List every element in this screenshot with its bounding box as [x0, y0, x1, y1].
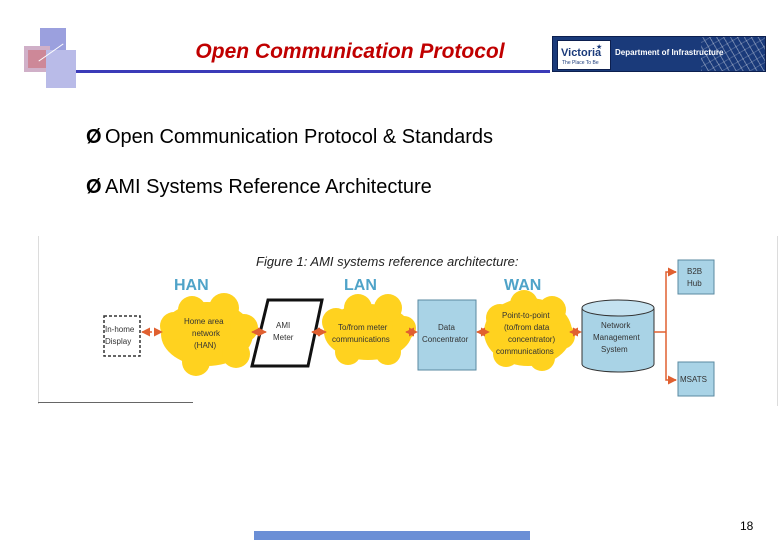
han-cloud-label: Home area network (HAN) [184, 317, 226, 350]
data-concentrator-box [417, 299, 477, 371]
arrow-bullet-icon: Ø [86, 126, 102, 148]
star-icon: ★ [596, 44, 603, 51]
in-home-display-label: In-home Display [105, 325, 137, 346]
victoria-logo-box: Victoria ★ The Place To Be [557, 40, 611, 70]
decor-square-2 [24, 46, 50, 72]
decor-square-3 [46, 50, 76, 88]
victoria-government-logo: Victoria ★ The Place To Be Department of… [552, 36, 766, 72]
corner-decoration-squares [24, 28, 84, 90]
footer-bar [254, 531, 530, 540]
figure-caption: Figure 1: AMI systems reference architec… [256, 254, 519, 269]
msats-label: MSATS [680, 375, 707, 384]
data-concentrator-label: Data Concentrator [422, 323, 469, 344]
b2b-hub-box [677, 259, 715, 295]
figure-border-left [38, 236, 39, 404]
logo-department: Department of Infrastructure [615, 48, 724, 57]
in-home-display-box [103, 315, 141, 357]
figure-underline [38, 402, 193, 403]
wan-label: WAN [504, 277, 541, 294]
nms-label: Network Management System [593, 321, 642, 354]
figure-border-right [777, 236, 778, 406]
logo-state-name: Victoria [561, 47, 602, 59]
ami-meter-box [250, 298, 324, 368]
arrow-bullet-icon: Ø [86, 176, 102, 198]
bullet-text: Open Communication Protocol & Standards [105, 126, 493, 148]
logo-pattern [701, 37, 765, 71]
decor-square-4 [28, 50, 46, 68]
ami-meter-label: AMI Meter [273, 321, 294, 342]
title-underline [76, 70, 550, 73]
lan-cloud-label: To/from meter communications [332, 323, 390, 344]
slide-title: Open Communication Protocol [195, 40, 505, 63]
lan-label: LAN [344, 277, 377, 294]
logo-tagline: The Place To Be [562, 60, 599, 66]
bullet-text: AMI Systems Reference Architecture [105, 176, 432, 198]
ami-architecture-diagram: Figure 1: AMI systems reference architec… [103, 254, 715, 397]
wan-cloud-label: Point-to-point (to/from data concentrato… [496, 311, 557, 356]
msats-box [677, 361, 715, 397]
arrow-nms-branch [654, 271, 676, 381]
nms-cylinder [581, 308, 655, 373]
b2b-hub-label: B2B Hub [687, 267, 704, 288]
page-number: 18 [740, 519, 754, 533]
han-label: HAN [174, 277, 209, 294]
